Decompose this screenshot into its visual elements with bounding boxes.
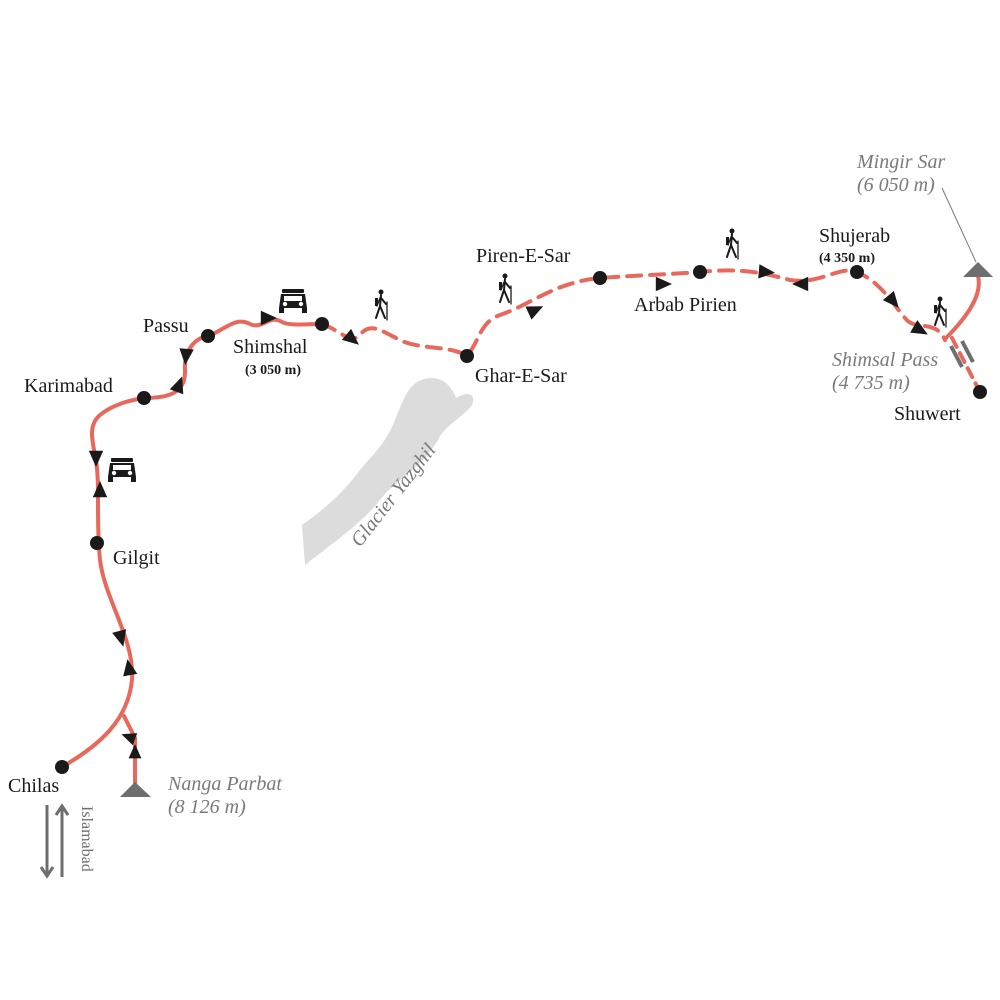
shuwert-route	[950, 336, 982, 394]
label-chilas: Chilas	[8, 775, 59, 797]
islamabad-label: Islamabad	[78, 806, 95, 872]
direction-arrow-icon	[88, 264, 932, 759]
label-shuwert: Shuwert	[894, 403, 961, 425]
label-shujerab-altitude: (4 350 m)	[819, 251, 875, 266]
label-shimsal-pass: Shimsal Pass	[832, 349, 938, 371]
label-passu: Passu	[143, 315, 189, 337]
jeep-icon	[108, 458, 136, 482]
hiker-icon	[374, 288, 388, 321]
label-piren-e-sar: Piren-E-Sar	[476, 245, 571, 267]
hiker-icon	[933, 295, 947, 328]
label-nanga-parbat-altitude: (8 126 m)	[168, 796, 246, 818]
hiker-icon	[498, 272, 512, 305]
label-ghar-e-sar: Ghar-E-Sar	[475, 365, 567, 387]
label-shujerab: Shujerab	[819, 225, 890, 247]
mingir-sar-branch	[944, 274, 981, 340]
jeep-icon	[279, 289, 307, 313]
glacier-yazghil-shape	[302, 377, 474, 565]
nanga-parbat-peak-icon	[120, 782, 151, 797]
label-karimabad: Karimabad	[24, 375, 113, 397]
islamabad-arrows-icon	[39, 803, 70, 879]
label-arbab-pirien: Arbab Pirien	[634, 294, 737, 316]
label-gilgit: Gilgit	[113, 547, 160, 569]
label-nanga-parbat: Nanga Parbat	[167, 773, 282, 795]
label-shimshal-altitude: (3 050 m)	[245, 363, 301, 378]
label-shimshal: Shimshal	[233, 336, 308, 358]
shimsal-pass-marker	[949, 340, 975, 368]
trek-route	[320, 268, 947, 359]
label-mingir-sar-altitude: (6 050 m)	[857, 174, 935, 196]
hiker-icon	[725, 227, 739, 260]
label-mingir-sar: Mingir Sar	[856, 151, 946, 173]
jeep-route	[60, 317, 324, 769]
mingir-sar-leader-line	[941, 187, 977, 263]
label-shimsal-pass-altitude: (4 735 m)	[832, 372, 910, 394]
route-nodes	[55, 265, 987, 774]
mingir-sar-peak-icon	[963, 262, 993, 277]
